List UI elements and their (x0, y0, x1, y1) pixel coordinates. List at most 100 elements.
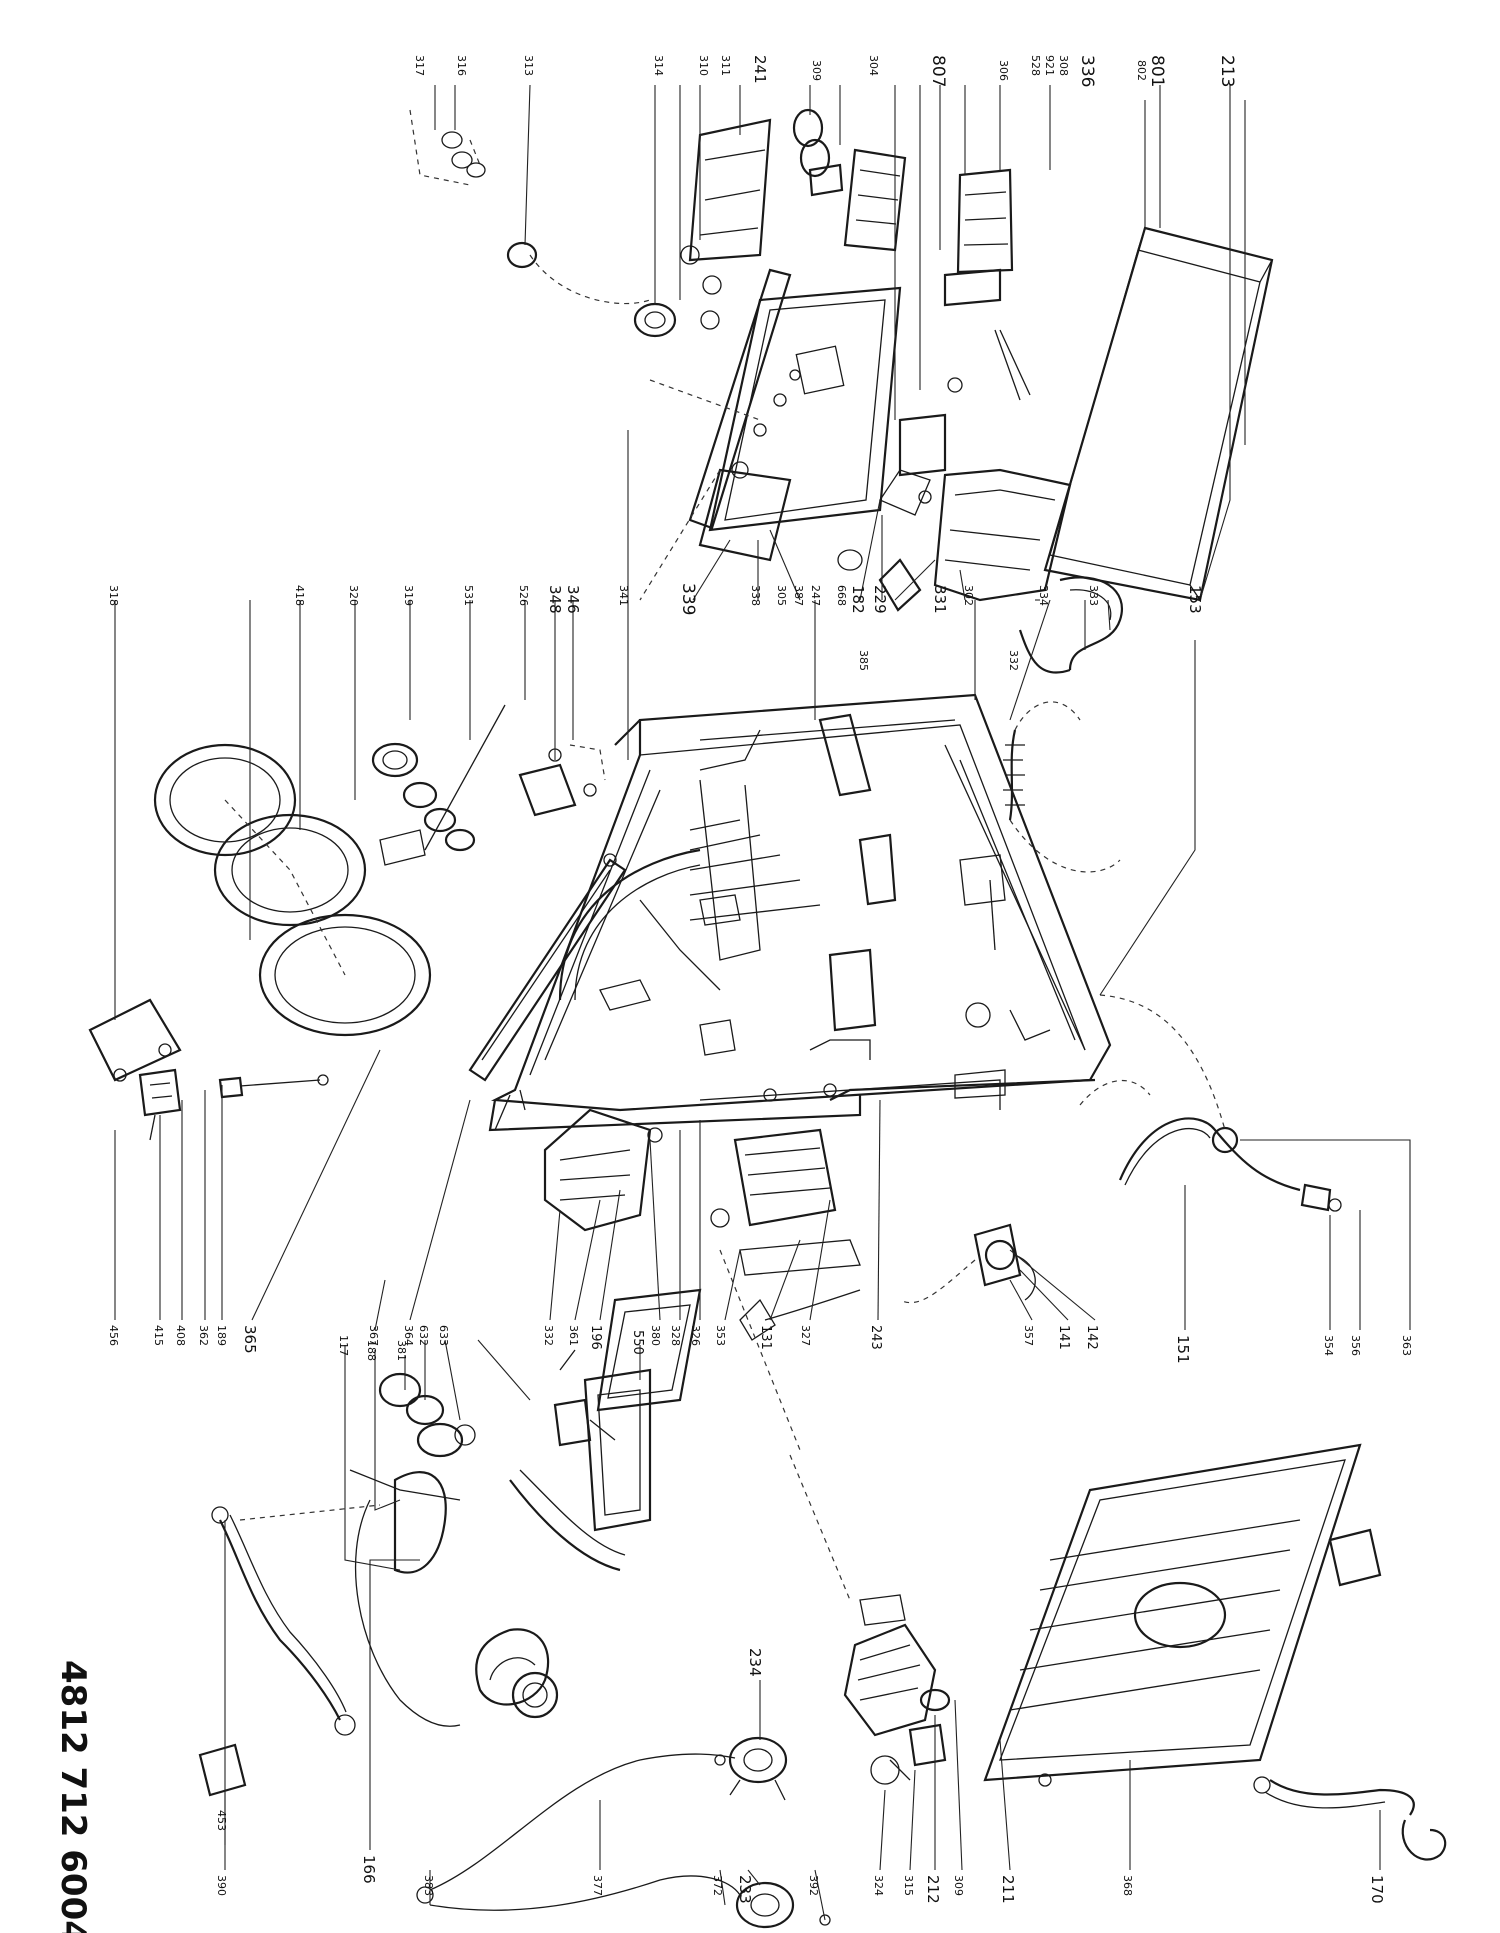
pressure-switch-part (416, 1736, 831, 1929)
drain-pump-part (739, 1223, 1036, 1341)
callout-334: 334 (1037, 585, 1050, 606)
callout-333: 333 (1087, 585, 1100, 606)
callout-317: 317 (413, 55, 426, 76)
callout-372: 372 (711, 1875, 724, 1896)
callout-339: 339 (678, 583, 698, 615)
callout-117: 117 (337, 1335, 350, 1356)
callout-354: 354 (1322, 1335, 1335, 1356)
callout-311: 311 (719, 55, 732, 76)
callout-320: 320 (347, 585, 360, 606)
callout-332: 332 (1007, 650, 1020, 671)
callout-528: 528 (1029, 55, 1042, 76)
service-cover-part (596, 1249, 851, 1601)
callout-314: 314 (652, 55, 665, 76)
callout-550: 550 (630, 1330, 645, 1355)
door-assembly-part (88, 743, 432, 1082)
callout-131: 131 (758, 1325, 773, 1350)
tub-heater-part (543, 1108, 861, 1276)
callout-243: 243 (868, 1325, 883, 1350)
callout-labels: 801 802 213 336 308 921 528 306 807 304 … (107, 55, 1413, 1904)
callout-408: 408 (174, 1325, 187, 1346)
callout-305: 305 (775, 585, 788, 606)
drawing-number: 4812 712 60049 (53, 1660, 93, 1933)
control-panel-part (639, 268, 902, 601)
callout-387: 387 (792, 585, 805, 606)
callout-328: 328 (669, 1325, 682, 1346)
callout-364: 364 (402, 1325, 415, 1346)
switch-block-part (409, 108, 1014, 338)
callout-302: 302 (962, 585, 975, 606)
callout-383: 383 (422, 1875, 435, 1896)
inlet-hose-part (1079, 994, 1342, 1212)
callout-313: 313 (522, 55, 535, 76)
callout-306: 306 (997, 60, 1010, 81)
callout-213: 213 (1217, 55, 1237, 87)
callout-356: 356 (1349, 1335, 1362, 1356)
callout-304: 304 (867, 55, 880, 76)
callout-182: 182 (849, 585, 867, 614)
power-cable-part (1253, 1776, 1447, 1861)
callout-385: 385 (857, 650, 870, 671)
callout-526: 526 (517, 585, 530, 606)
callout-166: 166 (360, 1855, 378, 1884)
callout-377: 377 (591, 1875, 604, 1896)
timer-block-part (843, 1594, 951, 1785)
callout-309b: 309 (952, 1875, 965, 1896)
callout-361: 361 (567, 1325, 580, 1346)
callout-633: 633 (437, 1325, 450, 1346)
spring-part (1003, 701, 1121, 873)
callout-921: 921 (1043, 55, 1056, 76)
callout-381: 381 (395, 1340, 408, 1361)
callout-318: 318 (107, 585, 120, 606)
callout-531: 531 (462, 585, 475, 606)
callout-319: 319 (402, 585, 415, 606)
callout-247: 247 (809, 585, 822, 606)
callout-367: 367 (367, 1325, 380, 1346)
callout-196: 196 (588, 1325, 603, 1350)
callout-234: 234 (746, 1648, 764, 1677)
callout-241: 241 (751, 55, 769, 84)
callout-212: 212 (924, 1875, 942, 1904)
callout-188: 188 (365, 1340, 378, 1361)
motor-assembly-part (349, 1372, 559, 1727)
callout-368: 368 (1121, 1875, 1134, 1896)
callout-415: 415 (152, 1325, 165, 1346)
callout-141: 141 (1056, 1325, 1071, 1350)
leader-lines (114, 84, 1411, 1921)
callout-153: 153 (1186, 585, 1204, 614)
callout-316: 316 (455, 55, 468, 76)
callout-362: 362 (197, 1325, 210, 1346)
callout-151: 151 (1174, 1335, 1192, 1364)
callout-327: 327 (799, 1325, 812, 1346)
callout-390: 390 (215, 1875, 228, 1896)
callout-308: 308 (1057, 55, 1070, 76)
callout-142: 142 (1084, 1325, 1099, 1350)
callout-357: 357 (1022, 1325, 1035, 1346)
callout-380: 380 (649, 1325, 662, 1346)
callout-348: 348 (546, 585, 564, 614)
callout-363: 363 (1400, 1335, 1413, 1356)
callout-324: 324 (872, 1875, 885, 1896)
drain-hose-part (198, 1504, 381, 1797)
callout-801: 801 (1147, 55, 1167, 87)
callout-332b: 332 (542, 1325, 555, 1346)
callout-309: 309 (810, 60, 823, 81)
callout-310: 310 (697, 55, 710, 76)
callout-353: 353 (714, 1325, 727, 1346)
callout-802: 802 (1135, 60, 1148, 81)
back-panel-part (983, 1443, 1382, 1787)
callout-456: 456 (107, 1325, 120, 1346)
callout-341: 341 (617, 585, 630, 606)
callout-453: 453 (215, 1810, 228, 1831)
callout-326: 326 (689, 1325, 702, 1346)
callout-233: 233 (736, 1875, 754, 1904)
heater-element-part (509, 1349, 652, 1572)
door-lock-part (138, 1068, 329, 1141)
callout-632: 632 (417, 1325, 430, 1346)
callout-170: 170 (1368, 1875, 1386, 1904)
hinge-bolts-part (371, 704, 606, 852)
callout-315: 315 (902, 1875, 915, 1896)
top-lid-part (1043, 226, 1274, 602)
callout-365: 365 (241, 1325, 259, 1354)
